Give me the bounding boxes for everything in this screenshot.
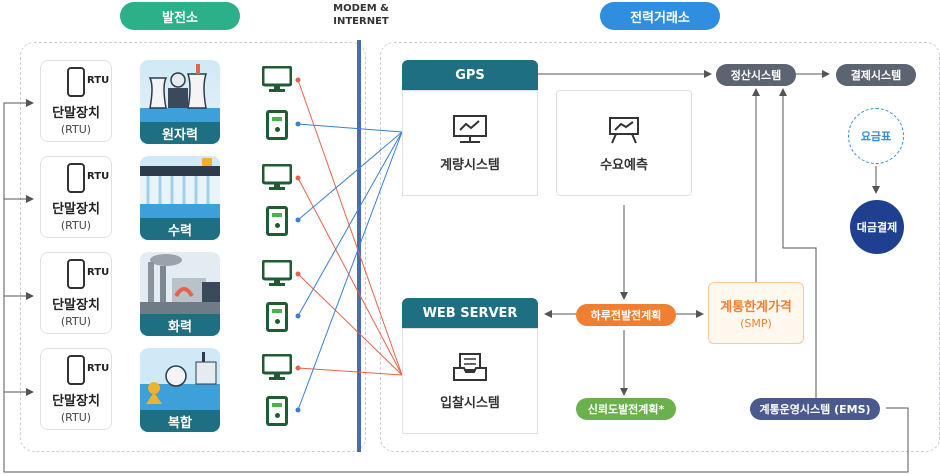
bidding-system-box: 입찰시스템 [402, 328, 538, 434]
rtu-title: 단말장치 [52, 106, 100, 121]
monitor-icon [262, 260, 292, 286]
rtu-sub: (RTU) [60, 123, 92, 136]
rtu-card: RTU 단말장치 (RTU) [40, 252, 112, 334]
plant-label: 수력 [140, 218, 220, 240]
rtu-icon-label: RTU [87, 75, 110, 86]
payment-system-pill: 결제시스템 [836, 64, 916, 86]
smp-sub: (SMP) [740, 317, 772, 330]
metering-label: 계량시스템 [440, 157, 500, 173]
hydro-dam-icon [140, 158, 220, 218]
monitor-icon [262, 164, 292, 190]
rtu-card: RTU 단말장치 (RTU) [40, 60, 112, 142]
rtu-sub: (RTU) [60, 315, 92, 328]
phone-icon [67, 163, 85, 193]
document-tray-icon [453, 352, 487, 381]
plant-nuclear: 원자력 [140, 60, 220, 144]
modem-internet-line [357, 40, 361, 452]
rtu-card: RTU 단말장치 (RTU) [40, 348, 112, 430]
settlement-system-pill: 정산시스템 [716, 64, 796, 86]
plant-label: 원자력 [140, 122, 220, 144]
rtu-icon-label: RTU [87, 171, 110, 182]
rtu-card: RTU 단말장치 (RTU) [40, 156, 112, 238]
rtu-sub: (RTU) [60, 411, 92, 424]
gps-header: GPS [402, 60, 538, 90]
plant-combined: 복합 [140, 348, 220, 432]
bidding-label: 입찰시스템 [440, 395, 500, 411]
smp-box: 계통한계가격 (SMP) [708, 282, 804, 344]
rtu-title: 단말장치 [52, 202, 100, 217]
monitor-icon [262, 66, 292, 92]
monitor-icon [262, 354, 292, 380]
modem-header: MODEM & INTERNET [333, 3, 389, 27]
demand-label: 수요예측 [600, 157, 648, 173]
forecast-board-icon [609, 116, 639, 143]
rtu-title: 단말장치 [52, 298, 100, 313]
demand-forecast-box: 수요예측 [556, 90, 692, 196]
rtu-icon-label: RTU [87, 363, 110, 374]
thermal-plant-icon [140, 254, 220, 314]
payment-circle: 대금결제 [850, 200, 904, 254]
plant-label: 복합 [140, 410, 220, 432]
rtu-title: 단말장치 [52, 394, 100, 409]
tariff-label: 요금표 [860, 130, 892, 143]
rtu-icon-label: RTU [87, 267, 110, 278]
plant-thermal: 화력 [140, 252, 220, 336]
day-ahead-plan-pill: 하루전발전계획 [576, 304, 676, 326]
metering-system-box: 계량시스템 [402, 90, 538, 196]
rtu-sub: (RTU) [60, 219, 92, 232]
server-tower-icon [266, 110, 288, 140]
server-tower-icon [266, 396, 288, 426]
phone-icon [67, 355, 85, 385]
server-tower-icon [266, 206, 288, 236]
phone-icon [67, 67, 85, 97]
tariff-circle: 요금표 [848, 108, 904, 164]
web-server-header: WEB SERVER [402, 298, 538, 328]
exchange-header: 전력거래소 [600, 2, 720, 30]
plant-header: 발전소 [120, 2, 240, 30]
server-tower-icon [266, 302, 288, 332]
ems-pill: 계통운영시스템 (EMS) [750, 398, 880, 420]
payment-label: 대금결제 [856, 221, 898, 234]
plant-hydro: 수력 [140, 156, 220, 240]
combined-plant-icon [140, 352, 220, 410]
presentation-chart-icon [453, 114, 487, 143]
phone-icon [67, 259, 85, 289]
nuclear-plant-icon [140, 64, 220, 122]
smp-title: 계통한계가격 [720, 300, 792, 315]
plant-label: 화력 [140, 314, 220, 336]
reliability-plan-pill: 신뢰도발전계획* [576, 398, 676, 420]
